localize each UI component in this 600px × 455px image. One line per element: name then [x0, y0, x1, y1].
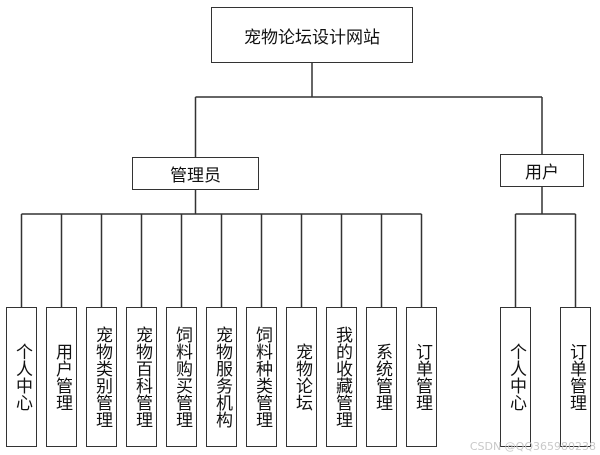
leaf-user-order-management: 订单管理	[560, 307, 591, 447]
leaf-admin-system-management: 系统管理	[366, 307, 397, 447]
leaf-admin-favorites-management: 我的收藏管理	[326, 307, 357, 447]
watermark: CSDN @QQ365980238	[469, 440, 596, 453]
leaf-admin-pet-forum: 宠物论坛	[286, 307, 317, 447]
group-node-admin: 管理员	[132, 157, 259, 190]
leaf-user-personal-center: 个人中心	[500, 307, 531, 447]
leaf-admin-order-management: 订单管理	[406, 307, 437, 447]
leaf-admin-pet-category-management: 宠物类别管理	[86, 307, 117, 447]
leaf-admin-user-management: 用户管理	[46, 307, 77, 447]
leaf-admin-pet-service-agency: 宠物服务机构	[206, 307, 237, 447]
leaf-admin-pet-encyclopedia-management: 宠物百科管理	[126, 307, 157, 447]
root-node: 宠物论坛设计网站	[211, 7, 413, 63]
leaf-admin-personal-center: 个人中心	[6, 307, 37, 447]
group-node-user: 用户	[500, 154, 584, 187]
leaf-admin-feed-purchase-management: 饲料购买管理	[166, 307, 197, 447]
leaf-admin-feed-type-management: 饲料种类管理	[246, 307, 277, 447]
